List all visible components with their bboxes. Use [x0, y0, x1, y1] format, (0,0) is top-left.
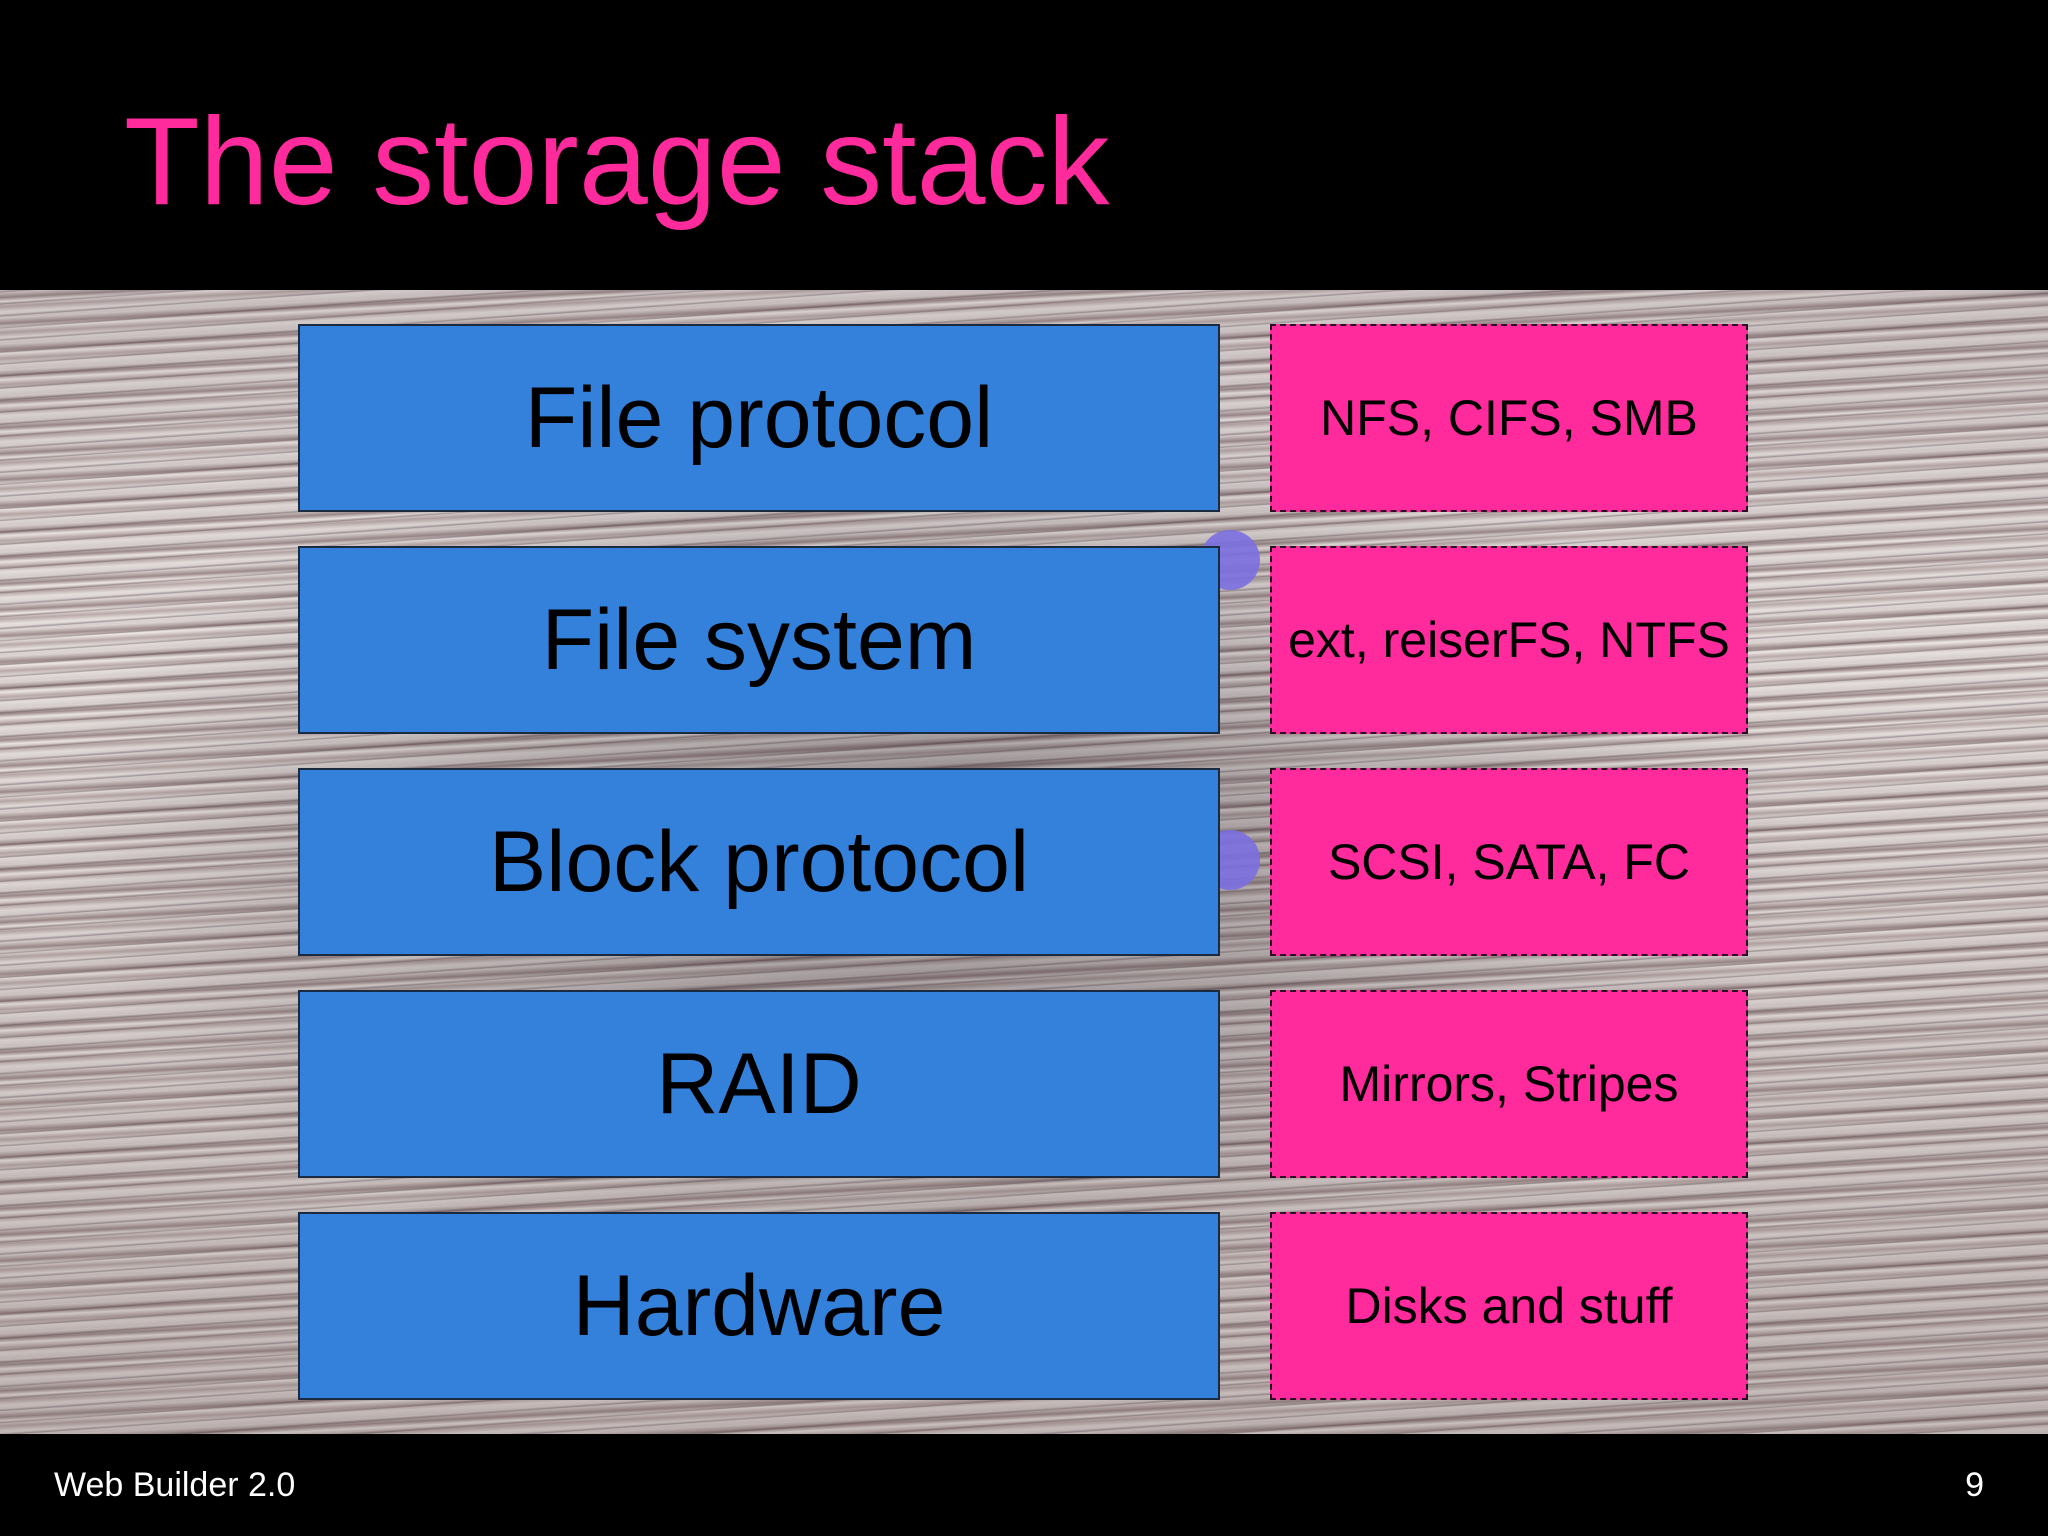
stack-layer-label: File protocol [524, 370, 994, 466]
stack-example-block-protocol: SCSI, SATA, FC [1270, 768, 1748, 956]
stack-layer-label: File system [541, 592, 977, 688]
stack-example-file-system: ext, reiserFS, NTFS [1270, 546, 1748, 734]
stack-layer-label: RAID [656, 1036, 862, 1132]
stack-layer-file-system: File system [298, 546, 1220, 734]
stack-layer-block-protocol: Block protocol [298, 768, 1220, 956]
footer-text: Web Builder 2.0 [54, 1466, 296, 1504]
stack-layer-hardware: Hardware [298, 1212, 1220, 1400]
stack-layer-label: Block protocol [488, 814, 1030, 910]
stack-example-hardware: Disks and stuff [1270, 1212, 1748, 1400]
stack-example-label: NFS, CIFS, SMB [1320, 390, 1698, 446]
stack-example-label: Disks and stuff [1345, 1278, 1673, 1334]
stack-example-raid: Mirrors, Stripes [1270, 990, 1748, 1178]
stack-layer-raid: RAID [298, 990, 1220, 1178]
title-bar [0, 0, 2048, 290]
stack-example-label: Mirrors, Stripes [1339, 1056, 1679, 1112]
page-number: 9 [1965, 1466, 1984, 1504]
stack-layer-file-protocol: File protocol [298, 324, 1220, 512]
stack-example-file-protocol: NFS, CIFS, SMB [1270, 324, 1748, 512]
slide-title: The storage stack [124, 93, 1110, 231]
stack-example-label: SCSI, SATA, FC [1327, 834, 1691, 890]
stack-example-label: ext, reiserFS, NTFS [1288, 612, 1730, 668]
footer-bar [0, 1434, 2048, 1536]
stack-layer-label: Hardware [572, 1258, 946, 1354]
